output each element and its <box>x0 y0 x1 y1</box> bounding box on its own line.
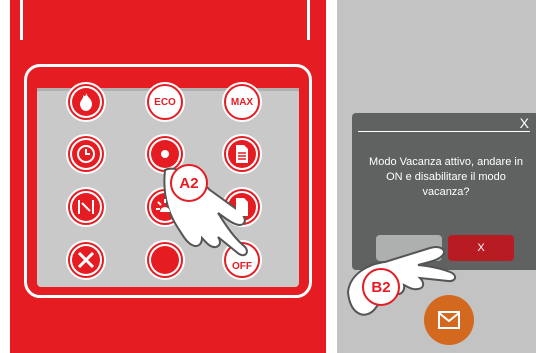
off-label: OFF <box>232 261 252 272</box>
divider <box>358 131 530 132</box>
flame-button[interactable] <box>66 82 106 122</box>
clock-button[interactable] <box>66 134 106 174</box>
max-label: MAX <box>231 97 253 108</box>
callout-a2: A2 <box>170 164 208 202</box>
pointing-hand-icon <box>330 232 470 327</box>
document-icon <box>234 144 250 164</box>
tools-icon <box>76 250 96 270</box>
flame-icon <box>78 92 94 112</box>
close-button[interactable]: X <box>520 115 529 131</box>
clock-icon <box>76 144 96 164</box>
chart-icon <box>234 197 250 217</box>
max-button[interactable]: MAX <box>222 82 262 122</box>
dialog-message: Modo Vacanza attivo, andare in ON e disa… <box>362 155 530 200</box>
tools-button[interactable] <box>66 240 106 280</box>
schedule-icon <box>76 197 96 217</box>
eco-label: ECO <box>154 97 176 108</box>
eco-button[interactable]: ECO <box>145 82 185 122</box>
schedule-button[interactable] <box>66 187 106 227</box>
callout-b2: B2 <box>362 268 400 306</box>
sun-icon <box>156 145 174 163</box>
lamp-icon <box>155 198 175 216</box>
